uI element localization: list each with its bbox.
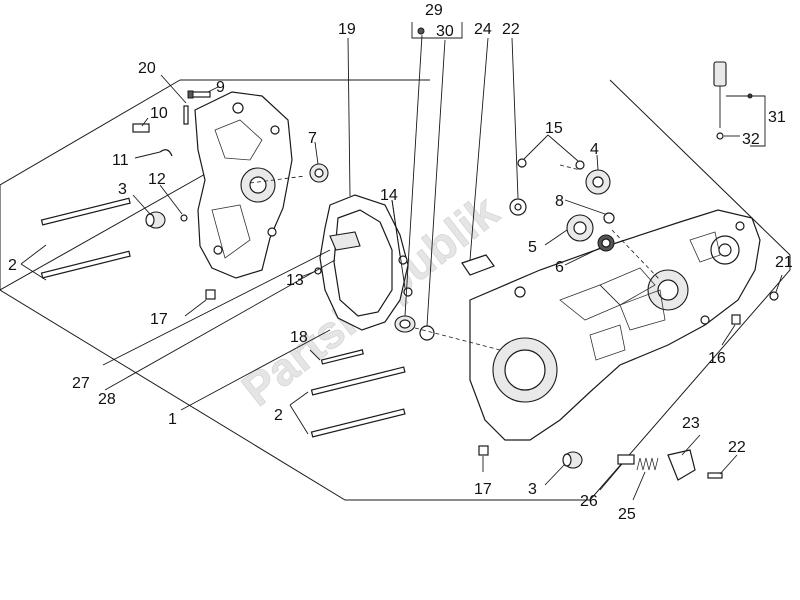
guide-line <box>414 327 501 351</box>
callout-28: 28 <box>98 391 116 408</box>
callout-17: 17 <box>150 311 168 328</box>
dowel-17-right <box>478 445 489 456</box>
screw-9 <box>187 90 211 99</box>
bearing-4 <box>585 169 611 195</box>
silent-block-bush-right <box>562 451 583 469</box>
leader-lines <box>20 22 783 501</box>
callout-1: 1 <box>168 411 177 428</box>
dowel-17-left <box>205 289 216 300</box>
screw-20 <box>183 105 189 125</box>
clip-11 <box>159 149 173 157</box>
callout-4: 4 <box>590 141 599 158</box>
callout-23: 23 <box>682 415 700 432</box>
callout-21: 21 <box>775 254 793 271</box>
dowel-10 <box>132 123 150 133</box>
callout-24: 24 <box>474 21 492 38</box>
assembly-frame-right <box>0 79 791 501</box>
callout-26: 26 <box>580 493 598 510</box>
callout-8: 8 <box>555 193 564 210</box>
o-ring-30 <box>419 325 435 341</box>
callout-11: 11 <box>112 152 129 169</box>
gasket-bracket <box>329 231 361 251</box>
callout-30: 30 <box>436 23 454 40</box>
callout-10: 10 <box>150 105 168 122</box>
stud-bolt-short <box>320 349 364 365</box>
callout-32: 32 <box>742 131 760 148</box>
callout-19: 19 <box>338 21 356 38</box>
silent-block-bush-left <box>145 211 166 229</box>
callout-2: 2 <box>8 257 17 274</box>
kit-marker-29 <box>417 27 425 35</box>
circlip-8 <box>603 212 615 224</box>
callout-13: 13 <box>286 272 304 289</box>
stud-bolts-left <box>40 197 131 279</box>
spring-25 <box>636 457 659 471</box>
stud-bolts-right <box>310 366 406 438</box>
oil-seal-6 <box>597 234 615 252</box>
guide-line <box>611 229 661 281</box>
cap-26 <box>617 454 635 465</box>
callout-22: 22 <box>728 439 746 456</box>
callout-15: 15 <box>545 120 563 137</box>
callout-9: 9 <box>216 79 225 96</box>
callout-3: 3 <box>528 481 537 498</box>
callout-3: 3 <box>118 181 127 198</box>
washer-12 <box>180 214 188 222</box>
callout-17: 17 <box>474 481 492 498</box>
callout-16: 16 <box>708 350 726 367</box>
dowel-16 <box>731 314 741 325</box>
oil-plate-24 <box>461 254 495 276</box>
callout-25: 25 <box>618 506 636 523</box>
bearing-5 <box>566 214 594 242</box>
callout-29: 29 <box>425 2 443 19</box>
guide-line <box>559 164 581 171</box>
callout-20: 20 <box>138 60 156 77</box>
oil-filter-29 <box>394 315 416 333</box>
assembly-frame-inner <box>0 159 231 291</box>
callout-22: 22 <box>502 21 520 38</box>
nut-21 <box>769 291 779 301</box>
screw-22-right <box>707 472 723 479</box>
guide-line <box>249 175 306 184</box>
callout-31: 31 <box>768 109 786 126</box>
plate-23 <box>667 449 696 481</box>
callout-labels: 1 2 2 3 3 4 5 6 7 8 9 10 11 12 13 14 15 … <box>8 2 793 523</box>
callout-5: 5 <box>528 239 537 256</box>
callout-12: 12 <box>148 171 166 188</box>
callout-27: 27 <box>72 375 90 392</box>
callout-18: 18 <box>290 329 308 346</box>
right-main-crankcase <box>469 209 761 441</box>
bushes-15 <box>517 158 585 170</box>
callout-6: 6 <box>555 259 564 276</box>
callout-2: 2 <box>274 407 283 424</box>
left-crankcase-cover <box>194 91 293 279</box>
gear-icon <box>509 198 527 216</box>
callout-7: 7 <box>308 130 317 147</box>
oil-seal-7 <box>309 163 329 183</box>
callout-14: 14 <box>380 187 398 204</box>
oil-dipstick-31 <box>713 61 727 140</box>
